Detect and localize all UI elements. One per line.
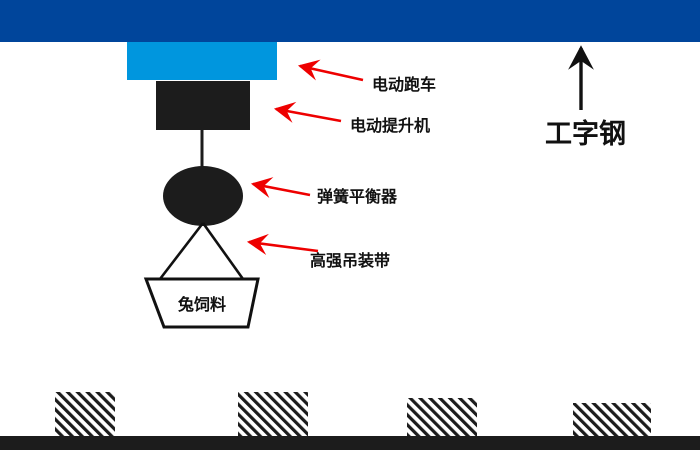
label-electric-trolley: 电动跑车	[372, 75, 436, 94]
feed-bag-label: 兔饲料	[177, 295, 226, 314]
ground-floor	[0, 436, 700, 450]
spring-balancer	[163, 166, 243, 226]
arrow-to-sling	[246, 233, 319, 255]
floor-pillar-2	[238, 392, 308, 436]
label-electric-hoist: 电动提升机	[350, 116, 430, 135]
label-i-beam: 工字钢	[545, 118, 626, 150]
floor-pillar-4	[573, 403, 651, 436]
arrow-to-trolley	[297, 59, 364, 82]
electric-hoist	[156, 81, 250, 130]
ceiling-i-beam	[0, 0, 700, 42]
floor-pillar-1	[55, 392, 115, 436]
feed-bag	[143, 277, 260, 329]
label-spring-balancer: 弹簧平衡器	[317, 187, 398, 206]
label-lifting-sling: 高强吊装带	[310, 251, 390, 270]
lifting-sling-right	[201, 222, 245, 280]
arrow-to-balancer	[250, 177, 311, 199]
arrow-to-hoist	[273, 101, 342, 123]
floor-pillar-3	[407, 398, 477, 436]
electric-trolley	[127, 42, 277, 80]
lifting-sling-left	[158, 222, 205, 280]
